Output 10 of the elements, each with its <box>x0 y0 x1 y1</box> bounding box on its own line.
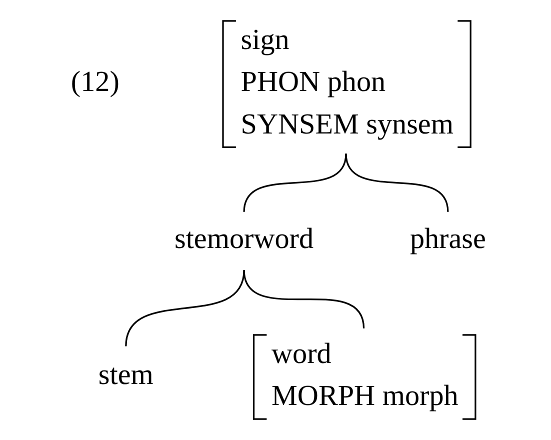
connector <box>124 270 244 346</box>
node-text: phrase <box>409 223 486 256</box>
node-text: sign PHON phon SYNSEM synsem <box>240 24 454 140</box>
connector <box>242 154 346 212</box>
node-text: stem <box>98 359 153 392</box>
node-text: word MORPH morph <box>271 338 458 412</box>
node-text: stemorword <box>174 223 314 256</box>
connector <box>242 270 364 329</box>
connector <box>344 154 448 212</box>
label: (12) <box>70 66 119 98</box>
